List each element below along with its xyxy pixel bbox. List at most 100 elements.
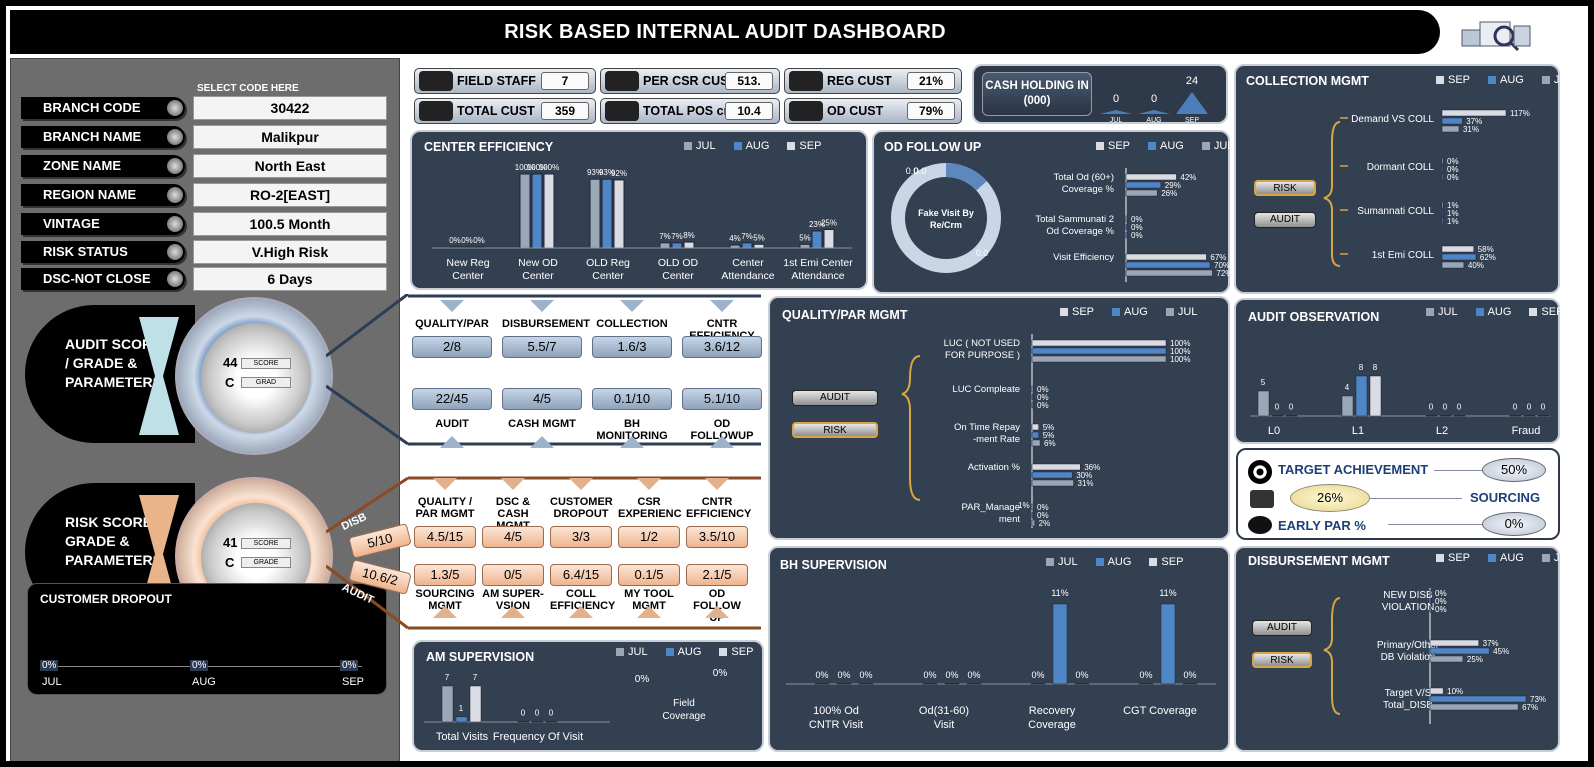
dropout-month-aug: AUG — [192, 676, 216, 688]
cash-holding-value: 24 — [1186, 75, 1198, 87]
legend-swatch — [1095, 558, 1104, 566]
param-arrow-icon — [620, 300, 644, 312]
param-score-1[interactable]: 4/5 — [482, 526, 544, 548]
od-bar-aug — [1125, 181, 1162, 189]
ce-data-label: 7% — [741, 232, 753, 241]
legend-swatch — [1541, 76, 1550, 84]
param-score-b3[interactable]: 0.1/5 — [618, 564, 680, 586]
legend-swatch — [1149, 558, 1158, 566]
qp-audit-button[interactable]: AUDIT — [792, 390, 878, 406]
legend-item-aug: AUG — [733, 140, 769, 152]
cash-holding-label: CASH HOLDING IN (000) — [982, 72, 1092, 116]
kpi-label: REG CUST — [827, 74, 892, 88]
target-achievement-label: TARGET ACHIEVEMENT — [1278, 462, 1429, 477]
param-score-b4[interactable]: 2.1/5 — [686, 564, 748, 586]
qp-category-label: ment — [999, 514, 1020, 525]
select-code-hint: SELECT CODE HERE — [197, 83, 299, 94]
db-risk-button[interactable]: RISK — [1252, 652, 1312, 668]
legend-label: SEP — [1541, 306, 1564, 318]
param-score-b0[interactable]: 22/45 — [412, 388, 492, 410]
db-audit-button[interactable]: AUDIT — [1252, 620, 1312, 636]
ce-bar-sep — [753, 243, 765, 249]
early-par-label: EARLY PAR % — [1278, 518, 1366, 533]
field-knob-icon — [167, 244, 183, 260]
param-score-2[interactable]: 1.6/3 — [592, 336, 672, 358]
param-score-0[interactable]: 2/8 — [412, 336, 492, 358]
db-bar-sep — [1429, 687, 1444, 695]
param-score-b3[interactable]: 5.1/10 — [682, 388, 762, 410]
ao-bar-sep — [1369, 375, 1382, 417]
param-score-3[interactable]: 3.6/12 — [682, 336, 762, 358]
am-bar-jul — [517, 721, 530, 723]
param-score-2[interactable]: 3/3 — [550, 526, 612, 548]
qp-bar-aug — [1031, 471, 1073, 479]
bh-data-label: 0% — [837, 670, 850, 680]
field-label-2: ZONE NAME — [21, 155, 185, 177]
ao-data-label: 8 — [1359, 363, 1364, 372]
param-score-b2[interactable]: 6.4/15 — [550, 564, 612, 586]
param-label-b1: CASH MGMT — [508, 418, 576, 430]
legend-label: SEP — [1448, 74, 1471, 86]
bh-bar-sep — [1182, 683, 1198, 685]
od-follow-up-title: OD FOLLOW UP — [884, 140, 982, 154]
param-score-0[interactable]: 4.5/15 — [414, 526, 476, 548]
param-score-b0[interactable]: 1.3/5 — [414, 564, 476, 586]
bh-data-label: 0% — [815, 670, 828, 680]
ce-data-label: 100% — [539, 163, 559, 172]
am-bar-aug — [531, 721, 544, 723]
kpi-people-icon — [419, 71, 453, 91]
param-score-4[interactable]: 3.5/10 — [686, 526, 748, 548]
legend-item-sep: SEP — [1060, 306, 1094, 318]
field-knob-icon — [167, 216, 183, 232]
bh-bar-sep — [1074, 683, 1090, 685]
od-data-label: 0% — [1131, 231, 1143, 240]
legend-item-jul: JUL — [1541, 74, 1573, 86]
param-label-b0: AUDIT — [435, 418, 469, 430]
targets-card: TARGET ACHIEVEMENT 50% 26% SOURCING EARL… — [1236, 448, 1560, 540]
bh-data-label: 0% — [923, 670, 936, 680]
param-score-1[interactable]: 5.5/7 — [502, 336, 582, 358]
qp-data-label: 31% — [1078, 479, 1094, 488]
param-score-b1[interactable]: 4/5 — [502, 388, 582, 410]
coll-audit-button[interactable]: AUDIT — [1254, 212, 1316, 228]
legend-item-jul: JUL — [1426, 306, 1458, 318]
target-icon — [1248, 460, 1272, 484]
coll-bar-aug — [1441, 117, 1463, 125]
ce-category-label: Center — [592, 270, 624, 282]
field-value-5: V.High Risk — [193, 240, 387, 264]
legend-swatch — [1060, 308, 1068, 316]
field-knob-icon — [167, 271, 183, 287]
ao-data-label: 8 — [1373, 363, 1378, 372]
qp-data-label: 0% — [1037, 385, 1049, 394]
qp-data-label: 0% — [1037, 401, 1049, 410]
param-score-b2[interactable]: 0.1/10 — [592, 388, 672, 410]
param-label-0: QUALITY / PAR MGMT — [415, 496, 475, 520]
ao-bar-aug — [1355, 375, 1368, 417]
db-data-label: 0% — [1435, 605, 1447, 614]
legend-swatch — [1165, 308, 1174, 316]
ao-data-label: 0 — [1527, 403, 1532, 412]
qp-risk-button[interactable]: RISK — [792, 422, 878, 438]
qp-data-label: 0% — [1037, 503, 1049, 512]
field-value-0[interactable]: 30422 — [193, 96, 387, 120]
field-knob-icon — [167, 100, 183, 116]
legend-label: JUL — [1438, 306, 1458, 318]
legend-swatch — [1201, 142, 1210, 150]
legend-label: AUG — [677, 646, 702, 658]
coll-risk-button[interactable]: RISK — [1254, 180, 1316, 196]
am-data-label: 7 — [445, 673, 450, 682]
db-data-label: 0% — [1435, 589, 1447, 598]
coll-brace — [1323, 121, 1341, 267]
legend-item-sep: SEP — [1436, 552, 1470, 564]
bh-data-label: 11% — [1051, 588, 1068, 598]
od-category-label: Total Sammunati 2 — [1035, 214, 1114, 225]
param-score-b1[interactable]: 0/5 — [482, 564, 544, 586]
param-score-3[interactable]: 1/2 — [618, 526, 680, 548]
am-field-coverage-label: Coverage — [662, 711, 706, 722]
